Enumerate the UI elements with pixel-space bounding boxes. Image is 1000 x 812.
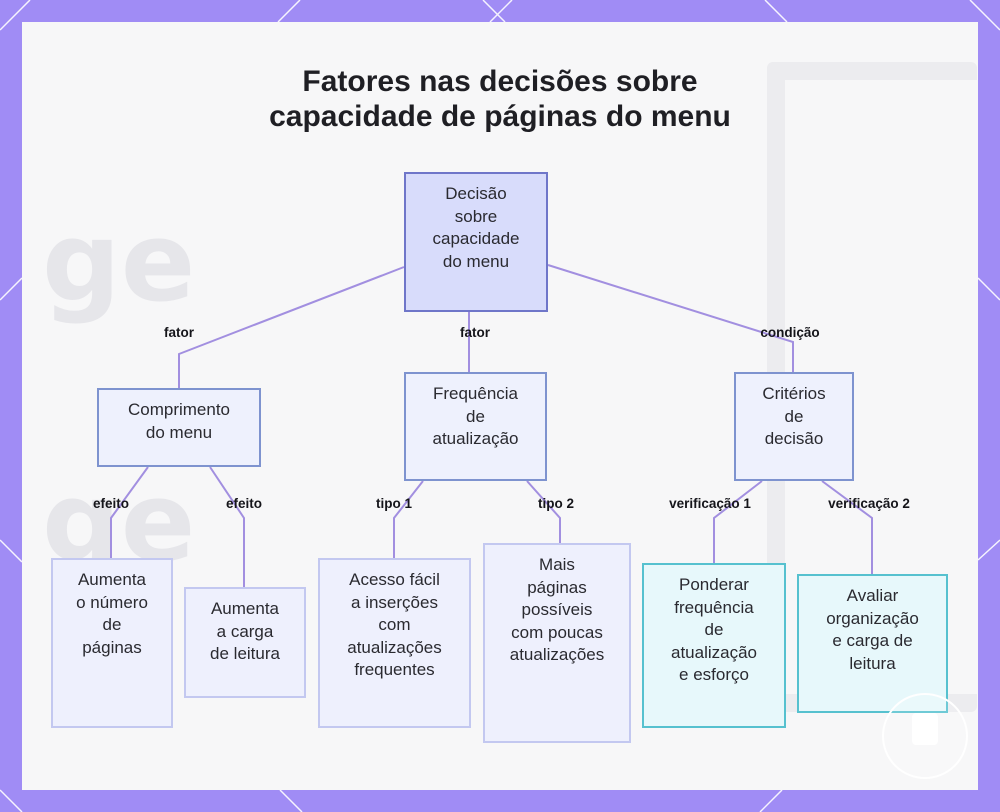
edge-root-criterios xyxy=(547,264,794,372)
edge-label-verificacao-2: verificação 2 xyxy=(828,496,910,511)
node-avaliar-organizacao: Avaliar organização e carga de leitura xyxy=(797,574,948,713)
edge-label-condicao: condição xyxy=(760,325,820,340)
diagram-title: Fatores nas decisões sobre capacidade de… xyxy=(269,65,731,133)
edge-label-tipo-2: tipo 2 xyxy=(538,496,574,511)
edge-criterios-avaliar xyxy=(821,480,873,574)
edge-criterios-ponderar xyxy=(713,480,763,563)
document-icon xyxy=(912,713,938,745)
node-comprimento-menu: Comprimento do menu xyxy=(97,388,261,467)
edge-root-comprimento xyxy=(178,266,405,388)
edge-label-tipo-1: tipo 1 xyxy=(376,496,412,511)
edge-label-verificacao-1: verificação 1 xyxy=(669,496,751,511)
edge-frequencia-acesso xyxy=(393,480,424,558)
node-acesso-facil: Acesso fácil a inserções com atualizaçõe… xyxy=(318,558,471,728)
node-mais-paginas: Mais páginas possíveis com poucas atuali… xyxy=(483,543,631,743)
edge-label-efeito-1: efeito xyxy=(92,496,130,511)
node-decisao-capacidade: Decisão sobre capacidade do menu xyxy=(404,172,548,312)
node-ponderar-frequencia: Ponderar frequência de atualização e esf… xyxy=(642,563,786,728)
edge-frequencia-mais xyxy=(526,480,561,543)
edge-label-efeito-2: efeito xyxy=(225,496,263,511)
node-frequencia-atualizacao: Frequência de atualização xyxy=(404,372,547,481)
edge-comprimento-paginas xyxy=(110,466,149,558)
connector-lines xyxy=(110,264,873,587)
node-aumenta-paginas: Aumenta o número de páginas xyxy=(51,558,173,728)
edge-comprimento-carga xyxy=(209,466,245,587)
bookmark-badge-icon xyxy=(882,693,968,779)
node-criterios-decisao: Critérios de decisão xyxy=(734,372,854,481)
node-aumenta-carga: Aumenta a carga de leitura xyxy=(184,587,306,698)
edge-label-fator-2: fator xyxy=(460,325,490,340)
edge-label-fator-1: fator xyxy=(164,325,194,340)
